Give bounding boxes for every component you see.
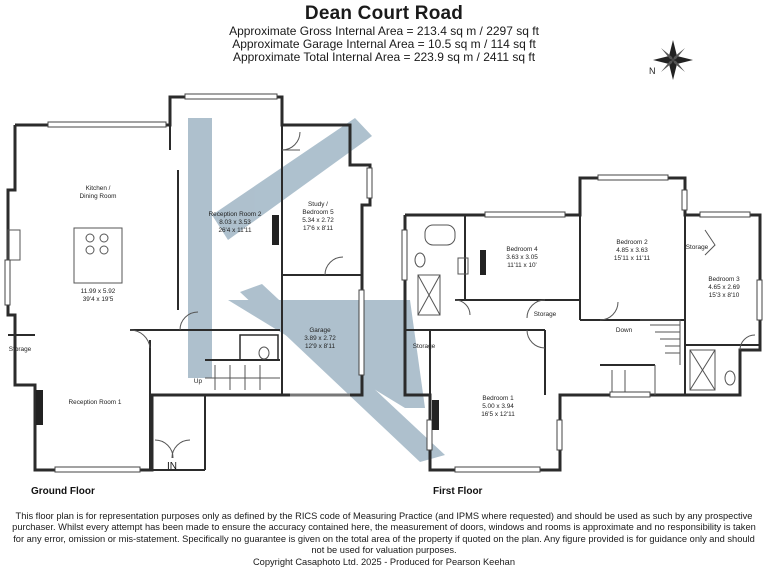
first-floor-plan	[403, 176, 762, 472]
garage-label: Garage	[309, 327, 331, 334]
reception1-label: Reception Room 1	[69, 399, 122, 406]
ground-floor-label: Ground Floor	[31, 486, 95, 497]
bedroom3-imperial: 15'3 x 8'10	[709, 292, 740, 299]
first-storage-label-c: Storage	[686, 244, 709, 251]
garage-metric: 3.89 x 2.72	[304, 335, 336, 342]
compass-north-label: N	[649, 66, 656, 76]
garage-imperial: 12'9 x 8'11	[305, 343, 335, 350]
bedroom2-metric: 4.85 x 3.63	[616, 247, 648, 254]
bedroom2-imperial: 15'11 x 11'11	[614, 255, 651, 262]
first-floor-windows	[401, 174, 763, 473]
bedroom2-label: Bedroom 2	[616, 239, 648, 246]
disclaimer-text: This floor plan is for representation pu…	[12, 511, 756, 556]
first-floor-label: First Floor	[433, 486, 483, 497]
gross-area-line: Approximate Gross Internal Area = 213.4 …	[229, 24, 539, 38]
bedroom4-label: Bedroom 4	[506, 246, 538, 253]
shower	[417, 274, 441, 316]
ground-floor-windows	[4, 93, 373, 473]
first-storage-label-a: Storage	[413, 343, 436, 350]
kitchen-metric: 11.99 x 5.92	[81, 288, 116, 295]
kitchen-island	[73, 227, 123, 284]
kitchen-label: Kitchen /	[86, 185, 111, 192]
ground-floor-details	[7, 131, 350, 459]
up-label: Up	[194, 378, 203, 385]
down-label: Down	[616, 327, 633, 334]
first-floor-details	[414, 224, 756, 395]
compass-rose-icon: N	[649, 40, 693, 80]
reception2-metric: 8.03 x 3.53	[219, 219, 251, 226]
ground-floor-fireplaces	[36, 215, 279, 425]
bedroom1-metric: 5.00 x 3.94	[482, 403, 514, 410]
study-imperial: 17'6 x 8'11	[303, 225, 333, 232]
total-area-line: Approximate Total Internal Area = 223.9 …	[232, 50, 536, 64]
kitchen-label-2: Dining Room	[80, 193, 117, 200]
bedroom3-metric: 4.65 x 2.69	[708, 284, 740, 291]
reception2-label: Reception Room 2	[209, 211, 262, 218]
first-storage-label-b: Storage	[534, 311, 557, 318]
bedroom3-label: Bedroom 3	[708, 276, 740, 283]
ground-floor-plan	[6, 95, 372, 472]
kitchen-imperial: 39'4 x 19'5	[83, 296, 114, 303]
bedroom4-imperial: 11'11 x 10'	[507, 262, 537, 269]
study-label: Study /	[308, 201, 328, 208]
first-floor-fireplaces	[432, 250, 486, 430]
watermark-logo	[188, 118, 445, 462]
ground-storage-label: Storage	[9, 346, 32, 353]
garage-area-line: Approximate Garage Internal Area = 10.5 …	[232, 37, 536, 51]
sink	[7, 229, 21, 261]
study-label-2: Bedroom 5	[302, 209, 334, 216]
bath	[424, 224, 456, 246]
bedroom1-imperial: 16'5 x 12'11	[481, 411, 515, 418]
reception2-imperial: 26'4 x 11'11	[218, 227, 252, 234]
bedroom1-label: Bedroom 1	[482, 395, 514, 402]
copyright-text: Copyright Casaphoto Ltd. 2025 - Produced…	[252, 557, 516, 567]
bedroom4-metric: 3.63 x 3.05	[506, 254, 538, 261]
entrance-label: IN	[167, 461, 177, 472]
study-metric: 5.34 x 2.72	[302, 217, 334, 224]
page-title: Dean Court Road	[304, 3, 464, 24]
